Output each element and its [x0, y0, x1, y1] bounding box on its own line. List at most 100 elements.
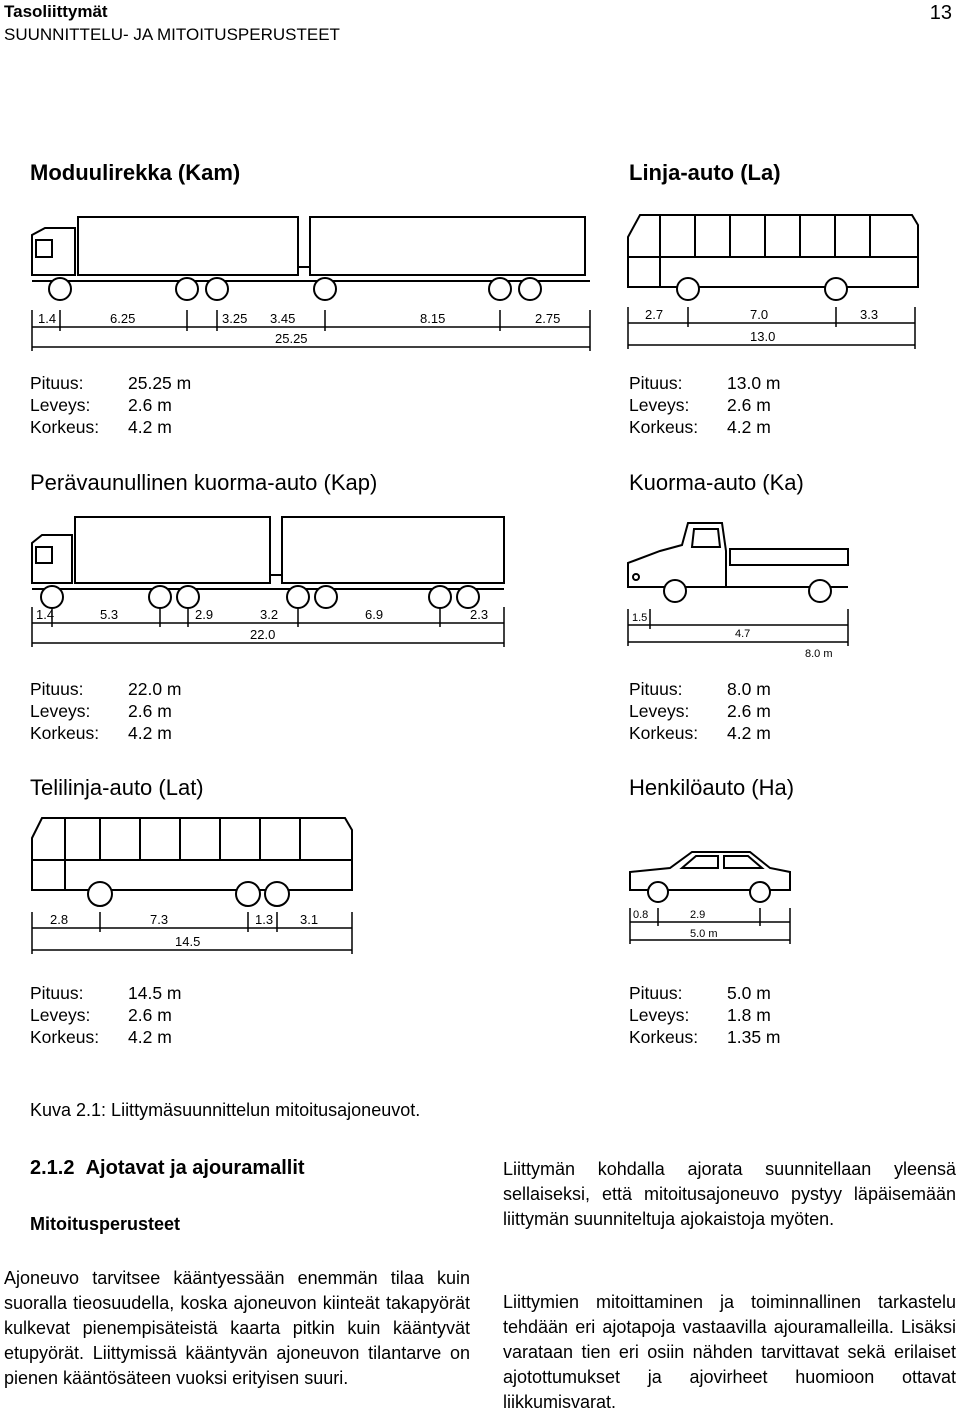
- dim-lat-2: 1.3: [255, 912, 273, 927]
- drawing-lat: 2.8 7.3 1.3 3.1 14.5: [31, 817, 353, 954]
- spec-value: 2.6 m: [128, 1005, 172, 1025]
- specs-kap: Pituus: 22.0 m Leveys: 2.6 m Korkeus: 4.2 m: [30, 678, 182, 744]
- dim-la-total: 13.0: [750, 329, 775, 344]
- figure-caption: Kuva 2.1: Liittymäsuunnittelun mitoitusa…: [30, 1100, 421, 1120]
- wheels-kam: [48, 277, 542, 301]
- dim-kap-2: 2.9: [195, 607, 213, 622]
- wheels-ka: [663, 579, 832, 603]
- drawing-ha: 0.8 2.9 5.0 m: [629, 851, 791, 944]
- dim-kap-0: 1.4: [36, 607, 54, 622]
- drawing-kap: 1.4 5.3 2.9 3.2 6.9 2.3 22.0: [31, 516, 505, 647]
- drawing-ka: 1.5 4.7 8.0 m: [627, 522, 849, 660]
- dim-kam-3: 3.45: [270, 311, 295, 326]
- spec-value: 22.0 m: [128, 679, 182, 699]
- document-subtitle: SUUNNITTELU- JA MITOITUSPERUSTEET: [4, 25, 340, 44]
- dim-lat-0: 2.8: [50, 912, 68, 927]
- dim-kam-5: 2.75: [535, 311, 560, 326]
- spec-value: 1.8 m: [727, 1005, 771, 1025]
- specs-ka: Pituus: 8.0 m Leveys: 2.6 m Korkeus: 4.2 m: [629, 678, 771, 744]
- spec-value: 2.6 m: [727, 701, 771, 721]
- paragraph-1: Ajoneuvo tarvitsee kääntyessään enemmän …: [4, 1268, 470, 1388]
- dim-la-0: 2.7: [645, 307, 663, 322]
- spec-label: Leveys:: [629, 395, 690, 415]
- vehicle-title-kap: Perävaunullinen kuorma-auto (Kap): [30, 470, 378, 495]
- spec-value: 4.2 m: [128, 723, 172, 743]
- spec-value: 5.0 m: [727, 983, 771, 1003]
- wheels-la: [676, 277, 848, 301]
- dim-kam-0: 1.4: [38, 311, 56, 326]
- dim-kap-5: 2.3: [470, 607, 488, 622]
- section-heading: 2.1.2 Ajotavat ja ajouramallit: [30, 1157, 305, 1180]
- wheels-ha: [647, 881, 771, 903]
- spec-label: Pituus:: [30, 679, 84, 699]
- spec-value: 13.0 m: [727, 373, 781, 393]
- spec-label: Korkeus:: [629, 1027, 699, 1047]
- specs-lat: Pituus: 14.5 m Leveys: 2.6 m Korkeus: 4.2 m: [30, 982, 182, 1048]
- spec-value: 4.2 m: [128, 1027, 172, 1047]
- spec-value: 2.6 m: [727, 395, 771, 415]
- spec-label: Leveys:: [629, 1005, 690, 1025]
- spec-label: Korkeus:: [629, 723, 699, 743]
- dim-kam-total: 25.25: [275, 331, 308, 346]
- spec-value: 4.2 m: [128, 417, 172, 437]
- section-number: 2.1.2: [30, 1157, 75, 1179]
- wheels-lat: [87, 881, 290, 907]
- dim-lat-3: 3.1: [300, 912, 318, 927]
- dim-kap-4: 6.9: [365, 607, 383, 622]
- spec-label: Pituus:: [629, 373, 683, 393]
- wheels-kap: [40, 585, 480, 609]
- dim-kam-2: 3.25: [222, 311, 247, 326]
- spec-label: Leveys:: [30, 1005, 91, 1025]
- dim-ha-1: 2.9: [690, 909, 705, 921]
- specs-kam: Pituus: 25.25 m Leveys: 2.6 m Korkeus: 4.2 …: [30, 372, 191, 438]
- spec-value: 1.35 m: [727, 1027, 781, 1047]
- dim-la-2: 3.3: [860, 307, 878, 322]
- vehicle-title-lat: Telilinja-auto (Lat): [30, 775, 204, 800]
- spec-label: Korkeus:: [30, 723, 100, 743]
- paragraph-3: Liittymien mitoittaminen ja toiminnallin…: [503, 1292, 956, 1412]
- vehicle-title-ha: Henkilöauto (Ha): [629, 775, 795, 800]
- specs-ha: Pituus: 5.0 m Leveys: 1.8 m Korkeus: 1.35 m: [629, 982, 781, 1048]
- spec-label: Leveys:: [30, 395, 91, 415]
- vehicle-title-kam: Moduulirekka (Kam): [30, 160, 241, 185]
- spec-label: Korkeus:: [30, 1027, 100, 1047]
- spec-value: 14.5 m: [128, 983, 182, 1003]
- spec-label: Korkeus:: [629, 417, 699, 437]
- spec-value: 2.6 m: [128, 395, 172, 415]
- spec-label: Pituus:: [30, 983, 84, 1003]
- paragraph-2: Liittymän kohdalla ajorata suunnitellaan…: [503, 1159, 956, 1229]
- spec-label: Leveys:: [30, 701, 91, 721]
- dim-lat-total: 14.5: [175, 934, 200, 949]
- dim-ha-total: 5.0 m: [690, 928, 718, 940]
- spec-value: 4.2 m: [727, 417, 771, 437]
- spec-value: 25.25 m: [128, 373, 192, 393]
- page-number: 13: [929, 2, 952, 24]
- spec-value: 4.2 m: [727, 723, 771, 743]
- spec-value: 8.0 m: [727, 679, 771, 699]
- dim-kap-3: 3.2: [260, 607, 278, 622]
- spec-label: Pituus:: [30, 373, 84, 393]
- dim-kap-1: 5.3: [100, 607, 118, 622]
- document-title: Tasoliittymät: [4, 2, 108, 21]
- spec-label: Pituus:: [629, 983, 683, 1003]
- dim-kap-total: 22.0: [250, 627, 275, 642]
- spec-label: Korkeus:: [30, 417, 100, 437]
- dim-ka-total: 8.0 m: [805, 648, 833, 660]
- specs-la: Pituus: 13.0 m Leveys: 2.6 m Korkeus: 4.2 m: [629, 372, 781, 438]
- dim-ha-0: 0.8: [633, 909, 648, 921]
- spec-label: Leveys:: [629, 701, 690, 721]
- dim-kam-1: 6.25: [110, 311, 135, 326]
- vehicle-title-la: Linja-auto (La): [629, 160, 781, 185]
- dim-ka-0: 1.5: [632, 612, 647, 624]
- drawing-kam: 1.4 6.25 3.25 3.45 8.15 2.75 25.25: [31, 216, 591, 351]
- section-title: Ajotavat ja ajouramallit: [85, 1157, 305, 1179]
- spec-value: 2.6 m: [128, 701, 172, 721]
- dim-la-1: 7.0: [750, 307, 768, 322]
- vehicle-title-ka: Kuorma-auto (Ka): [629, 470, 804, 495]
- dim-kam-4: 8.15: [420, 311, 445, 326]
- dim-ka-1: 4.7: [735, 628, 750, 640]
- spec-label: Pituus:: [629, 679, 683, 699]
- dim-lat-1: 7.3: [150, 912, 168, 927]
- subsection-heading: Mitoitusperusteet: [30, 1214, 181, 1234]
- drawing-la: 2.7 7.0 3.3 13.0: [627, 214, 919, 349]
